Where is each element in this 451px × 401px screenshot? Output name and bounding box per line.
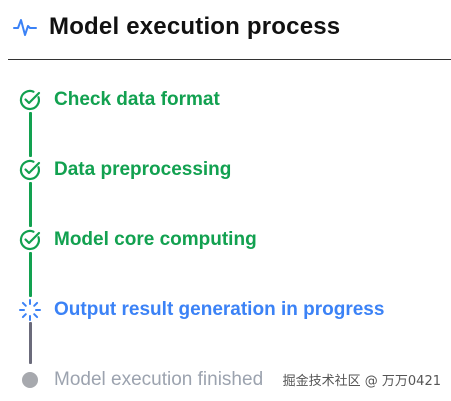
step-label: Model execution finished xyxy=(54,369,264,390)
check-circle-icon xyxy=(17,87,43,113)
step-connector xyxy=(29,182,32,227)
panel-header: Model execution process xyxy=(12,7,340,47)
step-label: Check data format xyxy=(54,89,220,110)
step-output-result-generation: Output result generation in progress xyxy=(17,296,384,324)
step-label: Data preprocessing xyxy=(54,159,232,180)
check-circle-icon xyxy=(17,227,43,253)
loading-spinner-icon xyxy=(17,297,43,323)
header-divider xyxy=(8,59,451,60)
step-label: Output result generation in progress xyxy=(54,299,385,320)
step-model-execution-finished: Model execution finished xyxy=(17,366,263,394)
step-connector xyxy=(29,252,32,297)
step-connector xyxy=(29,112,32,157)
step-connector xyxy=(29,322,32,364)
step-model-core-computing: Model core computing xyxy=(17,226,257,254)
step-label: Model core computing xyxy=(54,229,257,250)
pending-dot-icon xyxy=(17,367,43,393)
check-circle-icon xyxy=(17,157,43,183)
step-check-data-format: Check data format xyxy=(17,86,220,114)
page-title: Model execution process xyxy=(49,13,341,40)
activity-pulse-icon xyxy=(12,14,38,40)
watermark-text: 掘金技术社区 @ 万万0421 xyxy=(282,374,441,389)
step-data-preprocessing: Data preprocessing xyxy=(17,156,231,184)
